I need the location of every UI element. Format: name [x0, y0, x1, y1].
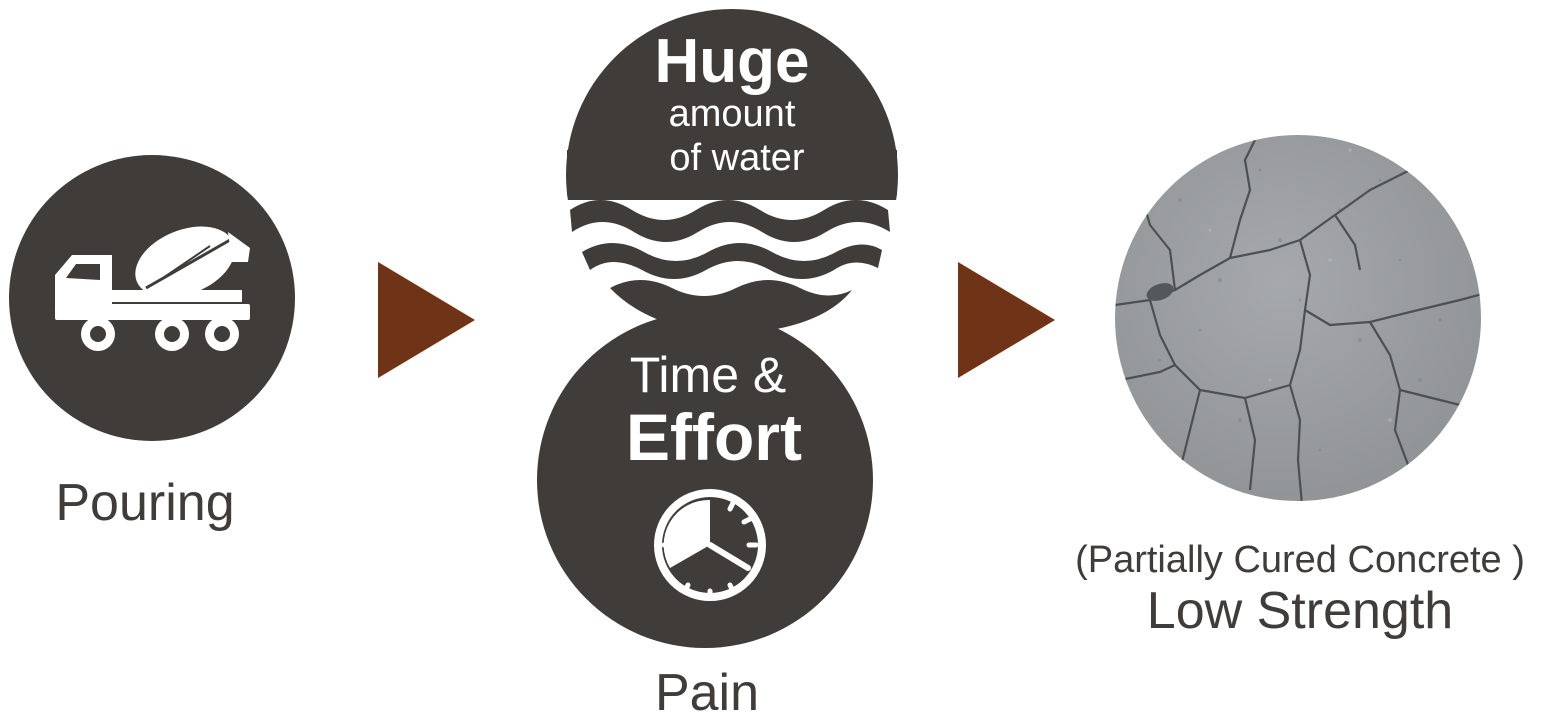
- pouring-step: Pouring: [9, 155, 295, 532]
- pouring-label: Pouring: [55, 474, 234, 532]
- result-sub-label: (Partially Cured Concrete ): [1075, 539, 1525, 581]
- water-line2: amount: [669, 93, 796, 135]
- water-line3: of water: [669, 137, 805, 179]
- effort-line1: Time &: [630, 347, 787, 403]
- pain-step: Huge amount of water Time & Effort: [537, 9, 898, 722]
- effort-line2: Effort: [626, 400, 802, 474]
- pain-label: Pain: [655, 664, 759, 722]
- water-line1: Huge: [655, 27, 810, 96]
- result-step: (Partially Cured Concrete ) Low Strength: [1075, 130, 1525, 640]
- arrow-right-icon: [378, 262, 475, 378]
- cracked-concrete-image: [1110, 130, 1490, 510]
- result-label: Low Strength: [1147, 582, 1453, 640]
- arrow-right-icon: [958, 262, 1055, 378]
